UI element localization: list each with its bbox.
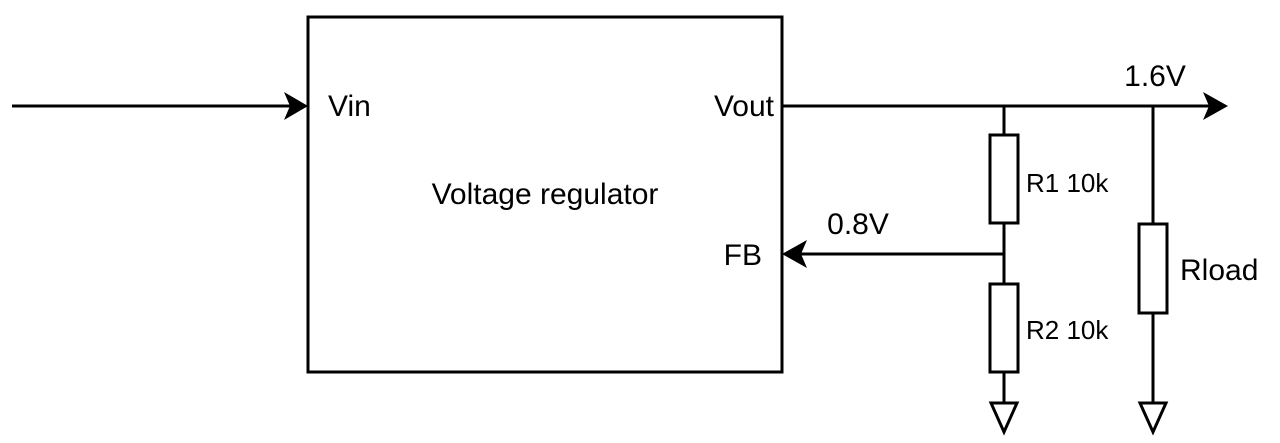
- r1-label: R1 10k: [1026, 168, 1109, 198]
- output-wire: [782, 92, 1228, 120]
- rload-label: Rload: [1180, 254, 1258, 287]
- voltage-regulator-block: [306, 15, 784, 374]
- ground-icon: [988, 401, 1020, 436]
- pin-label-fb: FB: [724, 239, 762, 272]
- resistor-rload: [1137, 106, 1169, 403]
- output-arrow-icon: [1203, 92, 1228, 120]
- pin-label-vin: Vin: [328, 90, 371, 123]
- block-title: Voltage regulator: [432, 178, 659, 211]
- resistor-r2: [988, 282, 1020, 403]
- feedback-voltage-label: 0.8V: [827, 208, 889, 241]
- feedback-arrow-icon: [782, 240, 807, 268]
- input-wire: [12, 92, 308, 120]
- output-voltage-label: 1.6V: [1124, 60, 1186, 93]
- pin-label-vout: Vout: [714, 90, 775, 123]
- feedback-wire: [782, 240, 1004, 268]
- input-arrow-icon: [284, 92, 308, 120]
- ground-icon: [1137, 401, 1169, 436]
- resistor-r1: [988, 106, 1020, 284]
- r2-label: R2 10k: [1026, 315, 1109, 345]
